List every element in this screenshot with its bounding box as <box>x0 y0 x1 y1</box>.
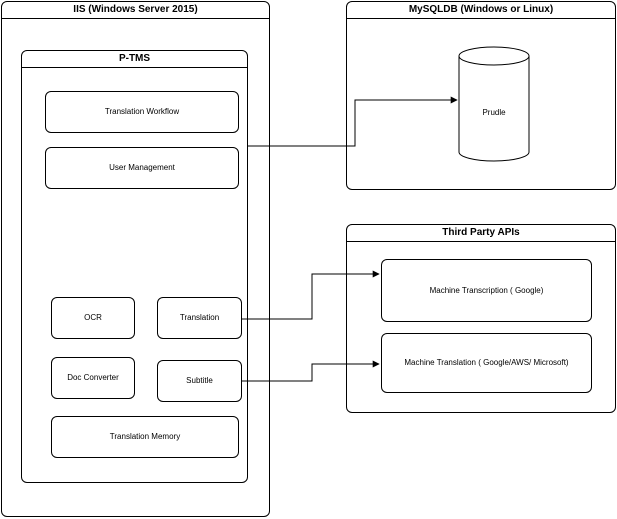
user-management-box: User Management <box>45 147 239 189</box>
machine-translation-box: Machine Translation ( Google/AWS/ Micros… <box>381 333 592 393</box>
translation-workflow-box: Translation Workflow <box>45 91 239 133</box>
mysqldb-title: MySQLDB (Windows or Linux) <box>347 2 615 19</box>
subtitle-box: Subtitle <box>157 360 242 402</box>
mysqldb-container: MySQLDB (Windows or Linux) <box>346 1 616 190</box>
third-party-title: Third Party APIs <box>347 225 615 242</box>
database-label: Prudle <box>482 108 506 117</box>
translation-box: Translation <box>157 297 242 339</box>
translation-memory-box: Translation Memory <box>51 416 239 458</box>
ptms-title: P-TMS <box>22 51 247 68</box>
ocr-box: OCR <box>51 297 135 339</box>
machine-transcription-box: Machine Transcription ( Google) <box>381 259 592 322</box>
doc-converter-box: Doc Converter <box>51 357 135 399</box>
iis-title: IIS (Windows Server 2015) <box>2 2 269 19</box>
